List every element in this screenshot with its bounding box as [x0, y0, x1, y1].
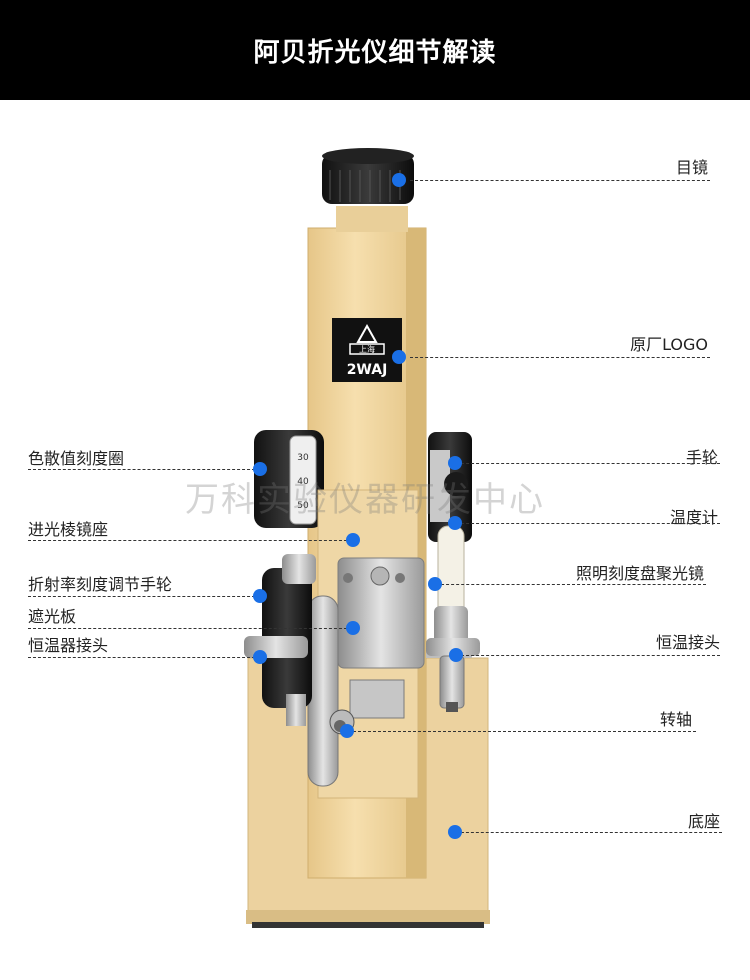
page-title-banner: 阿贝折光仪细节解读 [0, 0, 750, 100]
callout-dispersion-marker [253, 462, 267, 476]
logo-model-text: 2WAJ [347, 362, 388, 378]
callout-thermostat-right-label: 恒温接头 [655, 633, 720, 652]
callout-shade-label: 遮光板 [28, 607, 77, 626]
callout-logo-line [410, 357, 710, 358]
callout-logo-marker [392, 350, 406, 364]
callout-logo-label: 原厂LOGO [630, 335, 708, 354]
callout-illumination-marker [428, 577, 442, 591]
callout-handwheel-marker [448, 456, 462, 470]
callout-eyepiece-marker [392, 173, 406, 187]
dial-mark: 30 [297, 453, 309, 463]
callout-handwheel-line [456, 463, 720, 464]
page-title: 阿贝折光仪细节解读 [253, 37, 497, 68]
callout-dispersion-line [28, 469, 260, 470]
callout-prism-seat-label: 进光棱镜座 [28, 520, 109, 539]
callout-thermometer-line [456, 523, 720, 524]
callout-thermostat-right-marker [449, 648, 463, 662]
callout-base-label: 底座 [687, 812, 720, 831]
refraction-handwheel-icon [262, 554, 316, 708]
callout-dispersion-label: 色散值刻度圈 [28, 449, 125, 468]
callout-thermostat-left-line [28, 657, 260, 658]
callout-refraction-label: 折射率刻度调节手轮 [28, 575, 173, 594]
callout-shade-line [28, 628, 352, 629]
callout-shade-marker [346, 621, 360, 635]
callout-illumination-line [436, 584, 706, 585]
callout-thermometer-label: 温度计 [669, 508, 718, 527]
callout-refraction-marker [253, 589, 267, 603]
callout-thermometer-marker [448, 516, 462, 530]
watermark-text: 万科实验仪器研发中心 [185, 480, 545, 520]
callout-shaft-label: 转轴 [659, 710, 692, 729]
callout-thermostat-right-line [456, 655, 720, 656]
callout-base-marker [448, 825, 462, 839]
callout-prism-seat-line [28, 540, 352, 541]
eyepiece-icon [322, 148, 414, 232]
logo-brand-text: 上海 [359, 344, 375, 354]
callout-refraction-line [28, 596, 260, 597]
callout-illumination-label: 照明刻度盘聚光镜 [575, 564, 704, 583]
brand-logo: 上海 2WAJ [332, 318, 402, 382]
thermometer-icon [426, 525, 472, 658]
callout-handwheel-label: 手轮 [685, 448, 718, 467]
callout-thermostat-left-marker [253, 650, 267, 664]
prism-seat [307, 489, 425, 799]
callout-prism-seat-marker [346, 533, 360, 547]
callout-eyepiece-line [410, 180, 710, 181]
callout-thermostat-left-label: 恒温器接头 [28, 636, 109, 655]
callout-base-line [456, 832, 722, 833]
thermostat-connector-right-icon [426, 638, 480, 712]
callout-shaft-marker [340, 724, 354, 738]
refractometer-illustration: 上海 2WAJ 30 40 50 [244, 148, 490, 928]
dial-mark: 50 [297, 501, 309, 511]
callout-eyepiece-label: 目镜 [675, 158, 708, 177]
callout-shaft-line [348, 731, 696, 732]
dial-mark: 40 [297, 477, 309, 487]
dispersion-dial-icon: 30 40 50 [254, 430, 324, 528]
